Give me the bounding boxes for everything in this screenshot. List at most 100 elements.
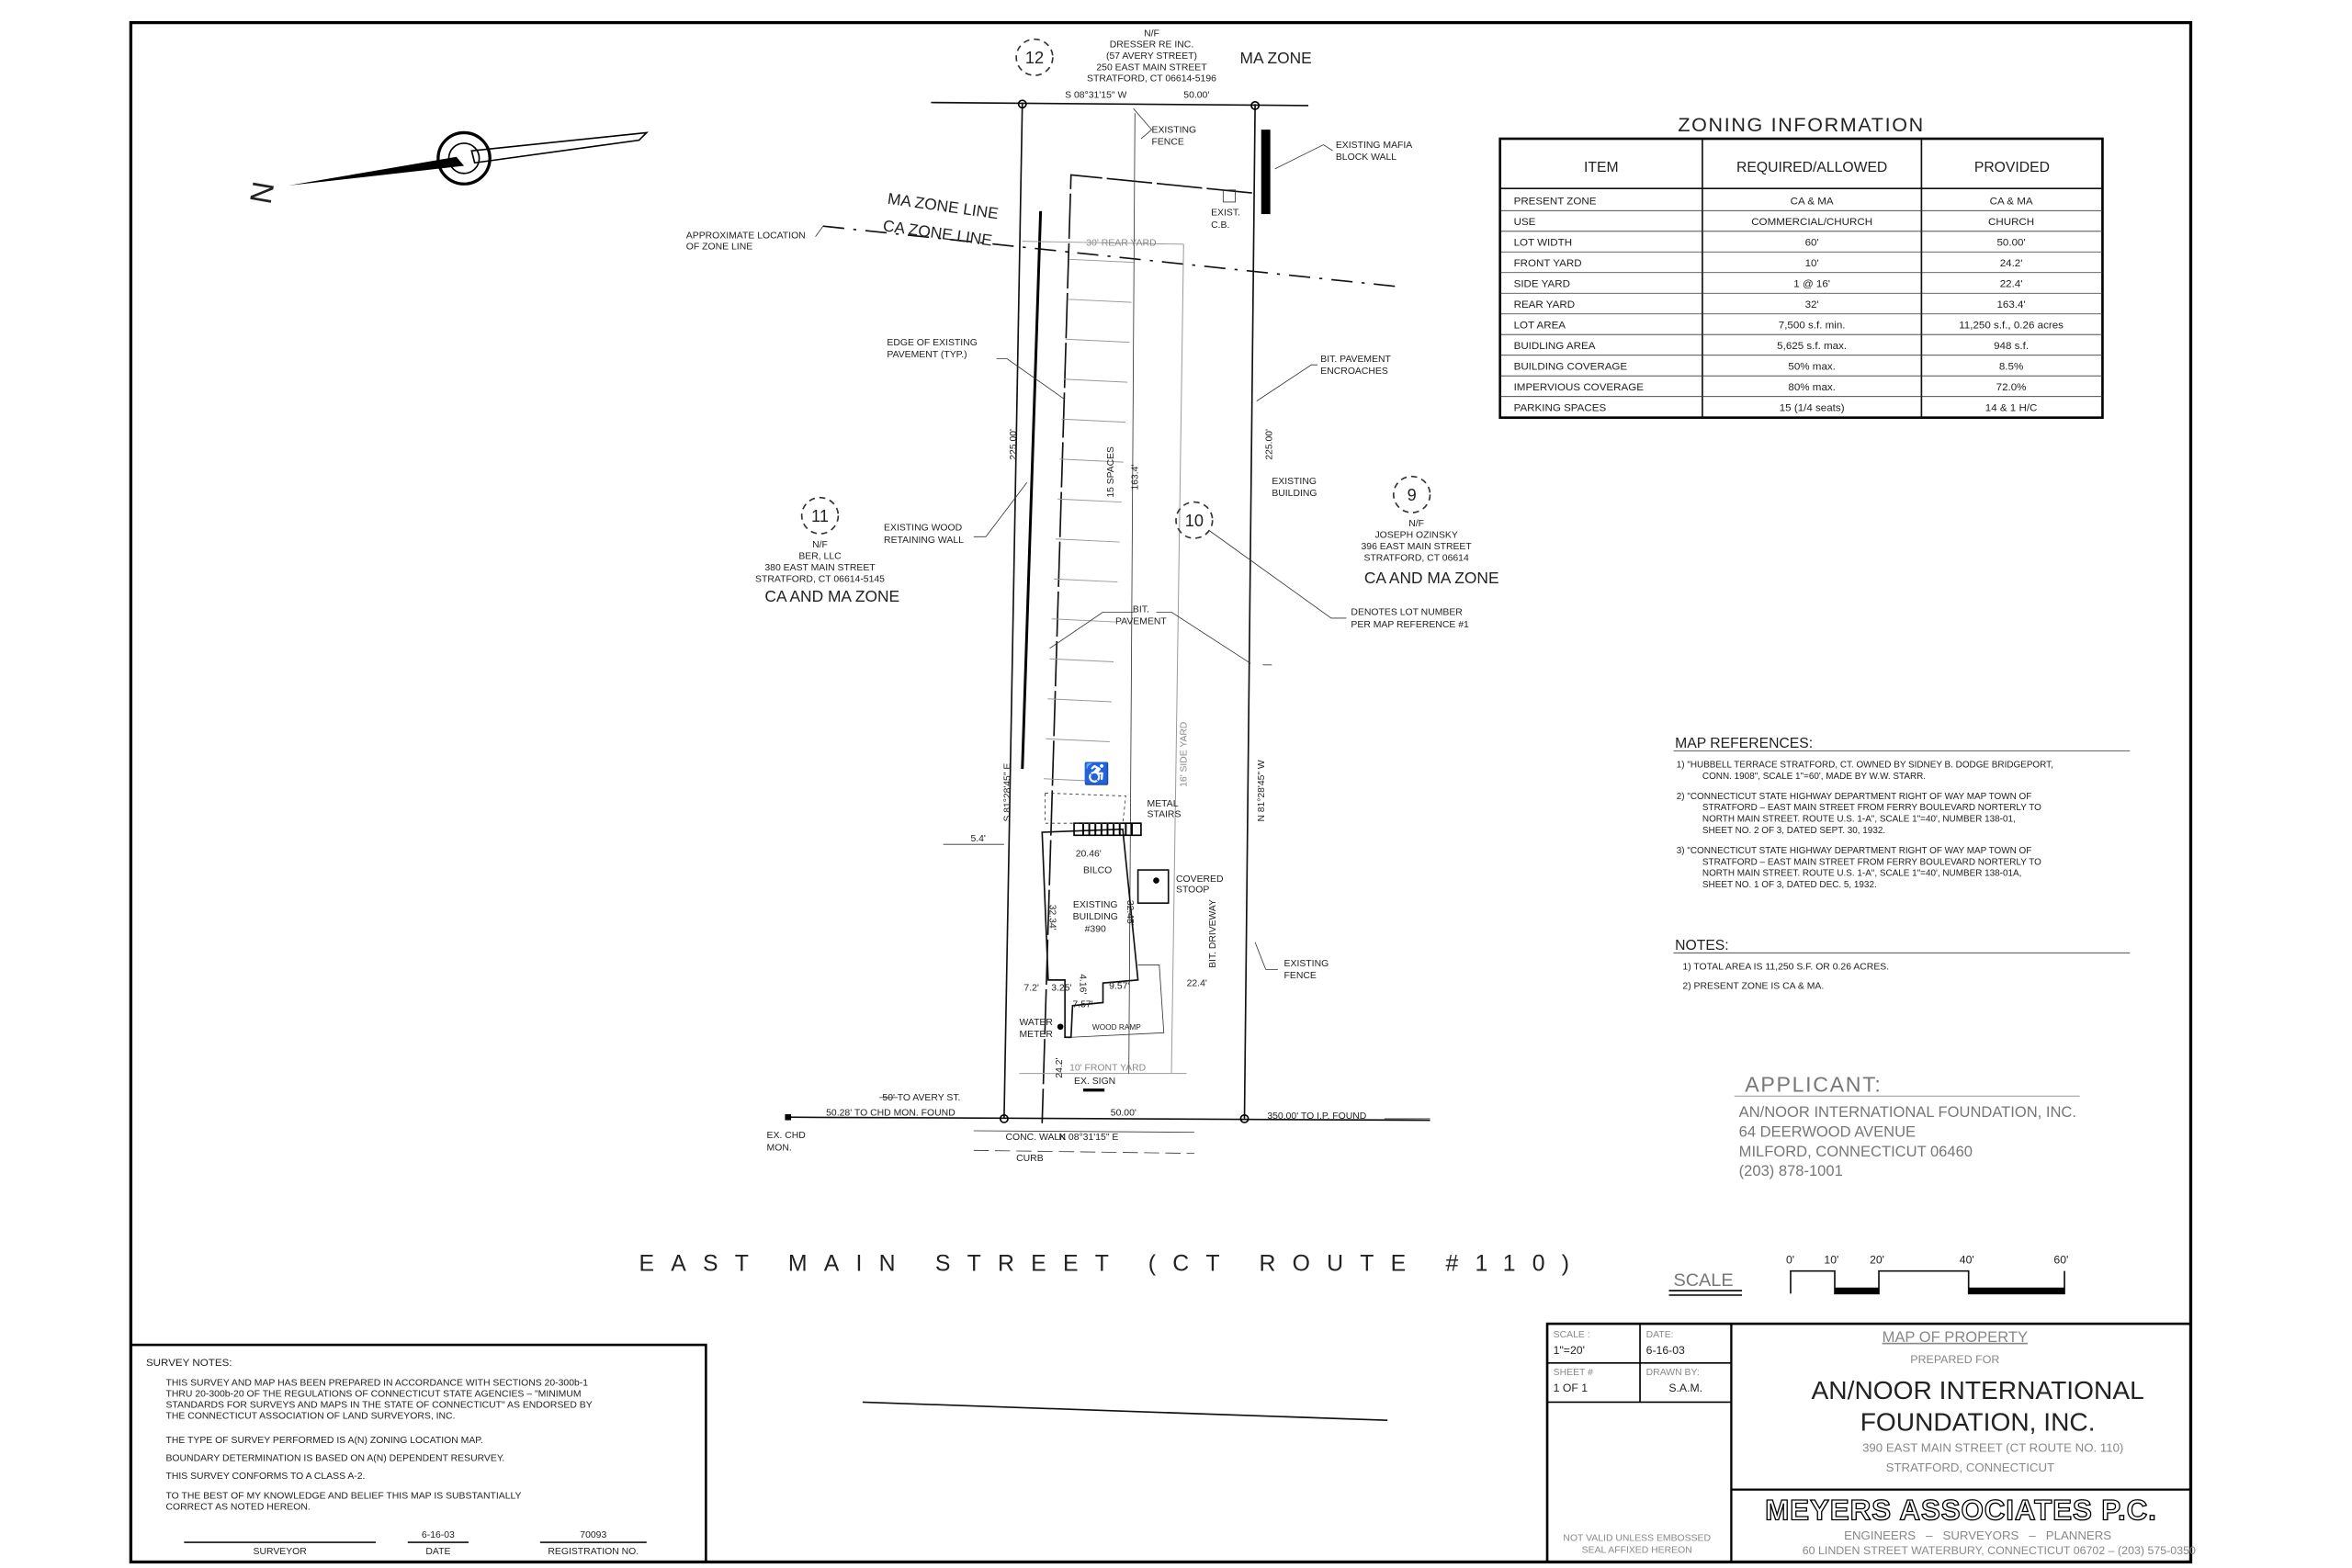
dim-5-4: 5.4' <box>970 834 985 844</box>
parking-stall-line <box>1044 778 1108 783</box>
tb-date-label: DATE: <box>1646 1330 1674 1340</box>
zoning-required: 60' <box>1805 237 1819 248</box>
registration-label: REGISTRATION NO. <box>548 1547 639 1557</box>
text-line: EXISTING WOOD <box>884 524 962 534</box>
north-arrow-icon: N <box>243 130 649 207</box>
zoning-required: 5,625 s.f. max. <box>1777 341 1847 352</box>
handicap-icon: ♿ <box>1083 761 1110 786</box>
parking-stalls <box>1044 258 1134 783</box>
zoning-provided: 72.0% <box>1996 382 2027 393</box>
rear-yard-label: 30' REAR YARD <box>1086 239 1156 249</box>
text-line: EXIST. <box>1211 209 1240 219</box>
text-line: PAVEMENT (TYP.) <box>887 350 967 360</box>
zoning-header: ITEM <box>1584 160 1619 175</box>
text-line: EXISTING <box>1272 477 1317 487</box>
text-line: DRESSER RE INC. <box>1110 40 1193 51</box>
conc-walk-label: CONC. WALK <box>1006 1133 1067 1143</box>
zoning-item: SIDE YARD <box>1514 278 1570 289</box>
zoning-item: REAR YARD <box>1514 299 1576 310</box>
map-reference-line: 1) "HUBBELL TERRACE STRATFORD, CT. OWNED… <box>1677 760 2053 770</box>
text-line: METAL <box>1148 799 1179 809</box>
text-line: STRATFORD, CT 06614 <box>1363 554 1469 564</box>
scale-bar <box>1790 1269 2065 1295</box>
zone-line <box>822 225 1397 288</box>
scale-tick-20: 20' <box>1870 1253 1884 1266</box>
ca-zone-line-label: CA ZONE LINE <box>882 216 993 249</box>
text-line: BER, LLC <box>798 551 842 561</box>
map-references-list: 1) "HUBBELL TERRACE STRATFORD, CT. OWNED… <box>1677 760 2053 889</box>
dim-3-25: 3.25' <box>1051 983 1071 993</box>
driveway-label: BIT. DRIVEWAY <box>1208 899 1218 968</box>
right-distance: 225.00' <box>1264 429 1274 460</box>
text-line: N/F <box>812 540 828 550</box>
text-line: WATER <box>1019 1018 1053 1028</box>
text-line: THIS SURVEY AND MAP HAS BEEN PREPARED IN… <box>165 1378 588 1388</box>
lot-12-zone: MA ZONE <box>1240 49 1312 67</box>
dim-20-46: 20.46' <box>1076 849 1102 859</box>
text-line: N/F <box>1144 28 1159 39</box>
rear-dimension: 163.4' <box>1131 465 1141 491</box>
zoning-item: FRONT YARD <box>1514 258 1582 269</box>
sheet-border <box>129 20 2193 1564</box>
text-line: AN/NOOR INTERNATIONAL FOUNDATION, INC. <box>1739 1104 2076 1121</box>
text-line: BIT. PAVEMENT <box>1320 355 1391 365</box>
ex-sign-label: EX. SIGN <box>1074 1077 1115 1087</box>
map-references-title: MAP REFERENCES: <box>1675 736 1813 751</box>
firm-address: 60 LINDEN STREET WATERBURY, CONNECTICUT … <box>1803 1544 2196 1557</box>
lot-11-number: 11 <box>811 507 829 525</box>
text-line: SEAL AFFIXED HEREON <box>1582 1546 1692 1556</box>
bilco-label: BILCO <box>1083 865 1112 875</box>
dim-32-34: 32.34' <box>1047 905 1057 931</box>
zoning-required: CA & MA <box>1791 196 1834 207</box>
survey-notes-para5: TO THE BEST OF MY KNOWLEDGE AND BELIEF T… <box>165 1492 521 1513</box>
text-line: (57 AVERY STREET) <box>1106 51 1197 62</box>
lot-10-number: 10 <box>1185 512 1204 530</box>
property-address: 390 EAST MAIN STREET (CT ROUTE NO. 110) <box>1862 1441 2123 1455</box>
text-line: METER <box>1019 1030 1053 1040</box>
text-line: N/F <box>1408 519 1424 529</box>
existing-building <box>1041 792 1170 1092</box>
survey-notes-box <box>130 1343 707 1563</box>
text-line: EDGE OF EXISTING <box>887 338 977 348</box>
lot-10-marker <box>1175 501 1214 539</box>
front-yard-label: 10' FRONT YARD <box>1069 1063 1146 1073</box>
text-line: STRATFORD, CT 06614-5145 <box>755 575 885 585</box>
map-reference-line: 3) "CONNECTICUT STATE HIGHWAY DEPARTMENT… <box>1677 846 2032 856</box>
text-line: PER MAP REFERENCE #1 <box>1351 620 1469 630</box>
scale-tick-10: 10' <box>1824 1253 1838 1266</box>
dim-4-16: 4.16' <box>1078 974 1088 994</box>
tb-sheet-label: SHEET # <box>1554 1368 1593 1378</box>
lot-12-marker <box>1015 38 1054 76</box>
text-line: EXISTING <box>1073 900 1118 910</box>
parking-stall-line <box>1046 738 1110 743</box>
spaces-label: 15 SPACES <box>1106 446 1116 498</box>
text-line: EX. CHD <box>767 1131 806 1141</box>
zoning-required: COMMERCIAL/CHURCH <box>1751 217 1872 228</box>
text-line: (203) 878-1001 <box>1739 1163 1843 1179</box>
zoning-required: 80% max. <box>1788 382 1836 393</box>
zoning-table <box>1498 137 2104 419</box>
text-line: THE CONNECTICUT ASSOCIATION OF LAND SURV… <box>165 1411 455 1421</box>
zoning-title: ZONING INFORMATION <box>1678 114 1924 136</box>
parking-stall-line <box>1065 338 1130 344</box>
parking-stall-line <box>1067 299 1132 303</box>
text-line: #390 <box>1085 924 1106 934</box>
zoning-item: LOT AREA <box>1514 320 1566 331</box>
zoning-provided: 11,250 s.f., 0.26 acres <box>1959 320 2064 331</box>
zoning-provided: 8.5% <box>1999 361 2023 372</box>
curb-label: CURB <box>1016 1154 1044 1164</box>
zoning-provided: 948 s.f. <box>1994 341 2029 352</box>
pavement-edge <box>1041 174 1252 1123</box>
text-line: STRATFORD, CT 06614-5196 <box>1087 74 1216 85</box>
lot-9-number: 9 <box>1408 486 1417 504</box>
